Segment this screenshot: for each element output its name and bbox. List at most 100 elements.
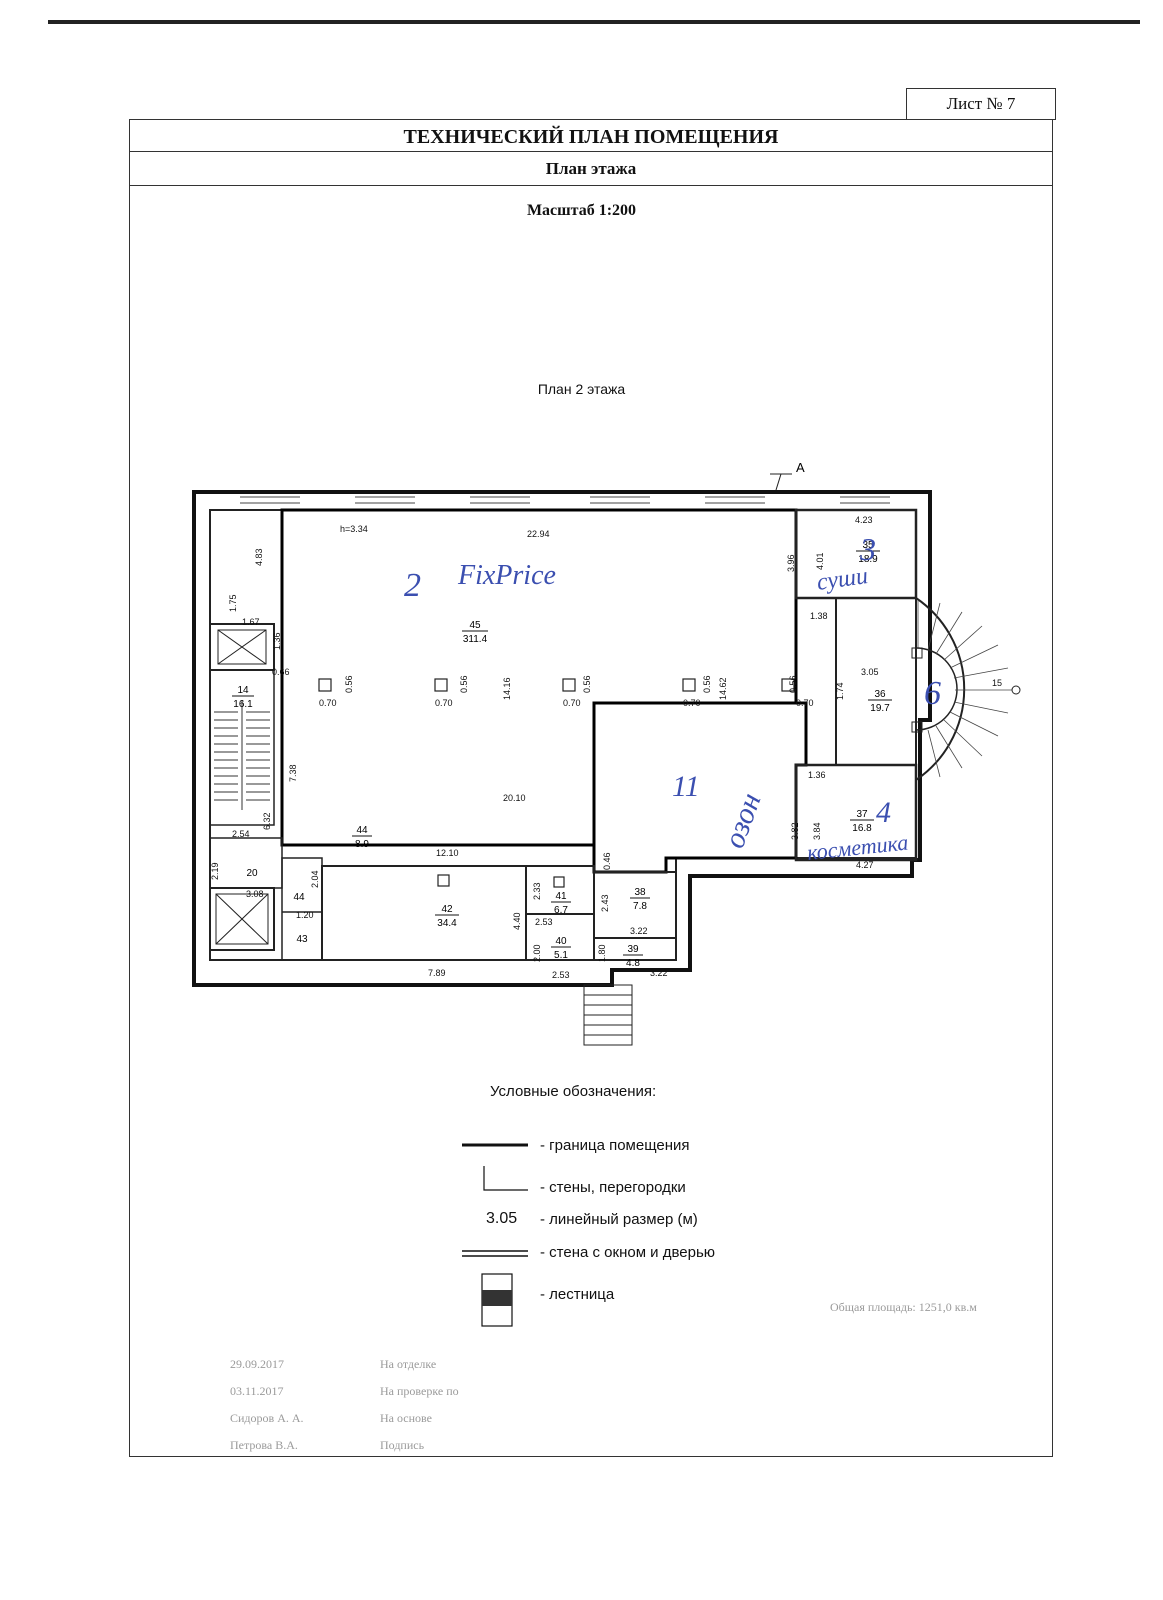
faint-sign-value-1: 29.09.2017 <box>230 1357 284 1371</box>
faint-sign-label-1: На отделке <box>380 1357 437 1371</box>
room-39-area: 4.8 <box>626 958 640 969</box>
dim-col-w-2: 0.70 <box>435 698 453 708</box>
dim-423: 4.23 <box>855 515 873 525</box>
dim-120: 1.20 <box>296 910 314 920</box>
legend-item-boundary: - граница помещения <box>540 1137 690 1154</box>
top-windows <box>240 496 890 504</box>
sheet-number: Лист № 7 <box>906 88 1056 120</box>
document-subtitle: План этажа <box>129 152 1053 186</box>
faint-sign-value-2: 03.11.2017 <box>230 1384 284 1398</box>
dim-15: 15 <box>992 678 1002 688</box>
dim-382: 3.82 <box>790 822 800 840</box>
dim-243: 2.43 <box>600 894 610 912</box>
scale-label: Масштаб 1:200 <box>526 202 637 219</box>
room-41-area: 6.7 <box>554 905 568 916</box>
legend-wall-line <box>483 1166 528 1191</box>
dim-632: 6.32 <box>262 812 272 830</box>
dim-174: 1.74 <box>835 682 845 700</box>
dim-1462: 14.62 <box>718 677 728 700</box>
handwritten-ozon-num: 11 <box>672 770 700 803</box>
room-36-area: 19.7 <box>870 703 890 714</box>
elevator-shaft-bottom <box>209 887 275 951</box>
room-14-num: 14 <box>237 685 249 696</box>
legend-item-stair: - лестница <box>540 1286 615 1303</box>
dim-200: 2.00 <box>532 944 542 962</box>
dim-175: 1.75 <box>228 594 238 612</box>
room-41-num: 41 <box>555 891 567 902</box>
legend-title: Условные обозначения: <box>490 1083 657 1100</box>
legend-item-dimension: - линейный размер (м) <box>540 1211 698 1228</box>
room-43-num: 43 <box>296 934 308 945</box>
dim-738: 7.38 <box>288 764 298 782</box>
room-14-area: 16.1 <box>233 699 253 710</box>
section-mark-leader <box>775 473 782 491</box>
dim-138: 1.38 <box>810 611 828 621</box>
dim-066: 0.66 <box>272 667 290 677</box>
dim-col-w-3: 0.70 <box>563 698 581 708</box>
room-42 <box>321 865 527 961</box>
dim-322b: 3.22 <box>650 968 668 978</box>
dim-440: 4.40 <box>512 912 522 930</box>
dim-136: 1.36 <box>272 632 282 650</box>
room-35-boundary <box>794 508 918 600</box>
room-40-num: 40 <box>555 936 567 947</box>
dim-top-width: 22.94 <box>527 529 550 539</box>
faint-total-area: Общая площадь: 1251,0 кв.м <box>830 1300 977 1314</box>
floor-title: План 2 этажа <box>537 381 626 397</box>
dim-136b: 1.36 <box>808 770 826 780</box>
dim-167: 1.67 <box>242 617 260 627</box>
room-44-area: 8.9 <box>355 839 369 850</box>
handwritten-fixprice-num: 2 <box>404 567 421 604</box>
faint-sign-value-3: Сидоров А. А. <box>230 1411 304 1425</box>
room-35-num: 35 <box>862 540 874 551</box>
dim-height: h=3.34 <box>340 524 368 534</box>
room-39 <box>593 937 677 961</box>
dim-427: 4.27 <box>856 860 874 870</box>
room-35-area: 18.9 <box>858 554 878 565</box>
dim-1416: 14.16 <box>502 677 512 700</box>
room-37-num: 37 <box>856 809 868 820</box>
handwritten-stair-num: 6 <box>924 675 941 712</box>
legend-stair-fill <box>482 1290 512 1306</box>
faint-sign-label-4: Подпись <box>380 1438 425 1452</box>
handwritten-sushi-num: 3 <box>859 531 876 567</box>
dim-col-h-2: 0.56 <box>459 675 469 693</box>
stair-14 <box>209 669 275 826</box>
legend-item-walls: - стены, перегородки <box>540 1179 686 1196</box>
legend-dim-sample: 3.05 <box>486 1210 518 1227</box>
room-37-area: 16.8 <box>852 823 872 834</box>
columns <box>318 678 795 888</box>
dim-253b: 2.53 <box>552 970 570 980</box>
dim-308: 3.08 <box>246 889 264 899</box>
dim-789: 7.89 <box>428 968 446 978</box>
dim-401: 4.01 <box>815 552 825 570</box>
dim-col-h-3: 0.56 <box>582 675 592 693</box>
dim-322a: 3.22 <box>630 926 648 936</box>
room-42-area: 34.4 <box>437 918 457 929</box>
dim-305: 3.05 <box>861 667 879 677</box>
section-mark: А <box>796 460 805 475</box>
dim-col-h-1: 0.56 <box>344 675 354 693</box>
handwritten-ozon: озон <box>718 789 768 853</box>
dim-233: 2.33 <box>532 882 542 900</box>
dim-219: 2.19 <box>210 862 220 880</box>
dim-2010: 20.10 <box>503 793 526 803</box>
spiral-stair-steps <box>917 600 1012 778</box>
room-38-area: 7.8 <box>633 901 647 912</box>
dim-046: 0.46 <box>602 852 612 870</box>
dim-col-h-5: 0.56 <box>788 675 798 693</box>
room-44-num: 44 <box>356 825 368 836</box>
faint-sign-label-3: На основе <box>380 1411 432 1425</box>
handwritten-fixprice: FixPrice <box>457 560 556 591</box>
room-20-num: 20 <box>246 868 258 879</box>
dim-204: 2.04 <box>310 870 320 888</box>
room-42-num: 42 <box>441 904 453 915</box>
sheet-frame <box>129 119 1053 1457</box>
dim-col-h-4: 0.56 <box>702 675 712 693</box>
room-20 <box>209 837 283 889</box>
room-40-area: 5.1 <box>554 950 568 961</box>
room-45-area: 311.4 <box>463 634 488 645</box>
room-11-boundary <box>592 701 808 874</box>
dim-col-w-4: 0.70 <box>683 698 701 708</box>
